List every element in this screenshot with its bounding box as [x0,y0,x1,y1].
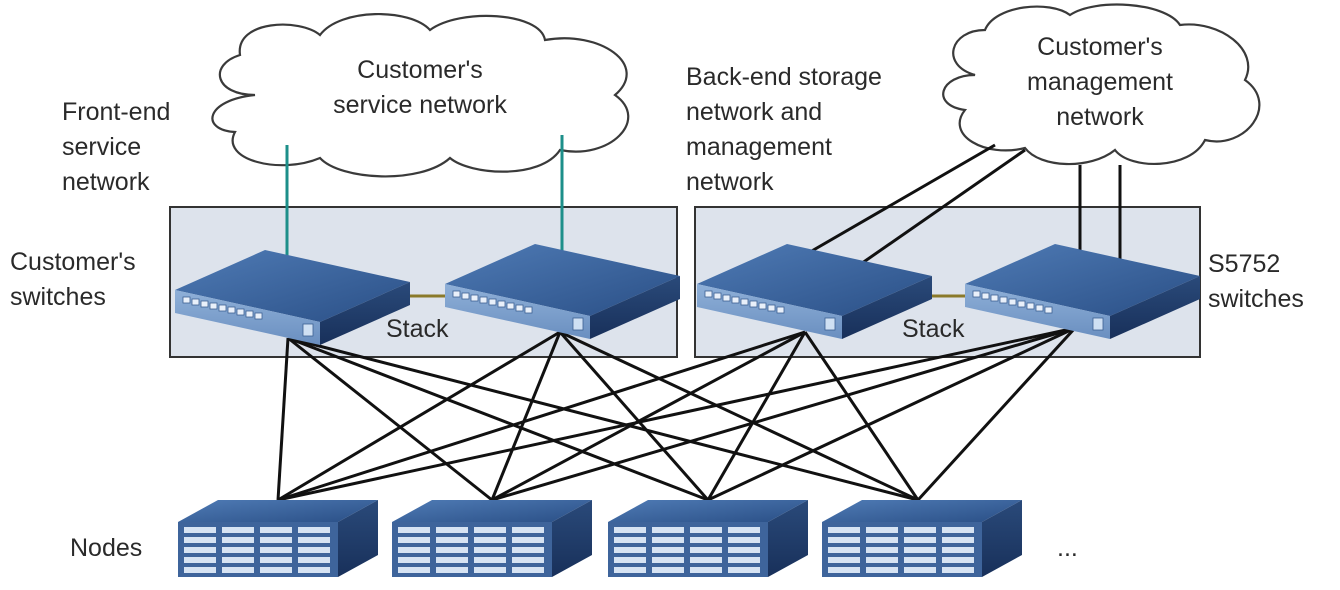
service-uplinks [285,135,564,270]
more-nodes-ellipsis: ... [1057,534,1078,562]
customer-switches-line-2: switches [10,283,106,311]
customer-switches-line-1: Customer's [10,248,136,276]
node-4 [822,500,1022,577]
s5752-line-1: S5752 [1208,250,1280,278]
back-end-line-1: Back-end storage [686,63,882,91]
nodes-label: Nodes [70,534,142,562]
management-network-cloud [942,3,1261,166]
management-uplinks [809,143,1122,270]
s5752-line-2: switches [1208,285,1304,313]
stack-label-right: Stack [902,315,965,343]
node-3 [608,500,808,577]
front-end-line-2: service [62,133,141,161]
node-1 [178,500,378,577]
back-end-line-3: management [686,133,832,161]
back-end-line-2: network and [686,98,822,126]
service-cloud-line-2: service network [333,91,507,119]
service-cloud-line-1: Customer's [357,56,483,84]
back-end-line-4: network [686,168,774,196]
management-cloud-line-3: network [1056,103,1144,131]
service-network-cloud [211,13,630,178]
node-links [276,326,1077,502]
front-end-line-1: Front-end [62,98,170,126]
node-2 [392,500,592,577]
management-cloud-line-1: Customer's [1037,33,1163,61]
front-end-line-3: network [62,168,150,196]
management-cloud-line-2: management [1027,68,1173,96]
stack-label-left: Stack [386,315,449,343]
